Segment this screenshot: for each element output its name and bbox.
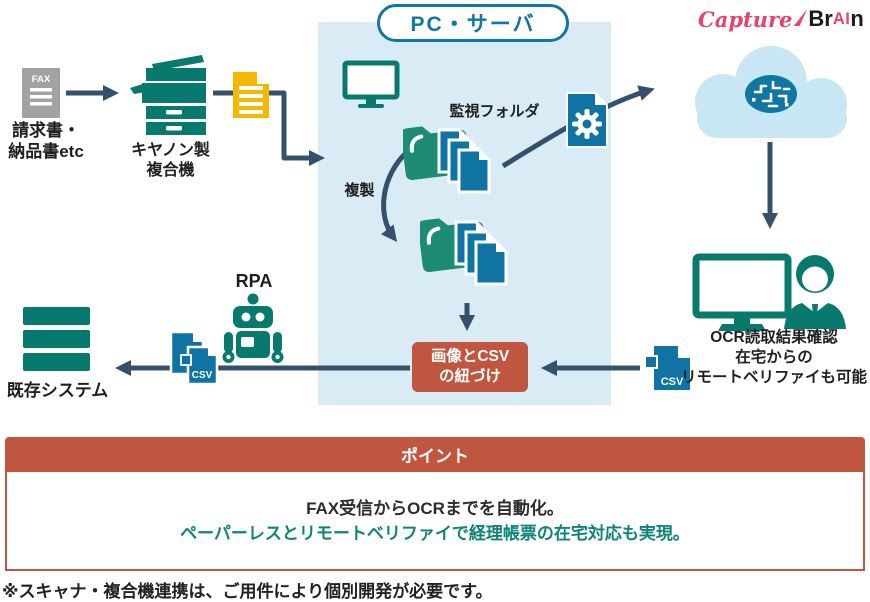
printer-label: キヤノン製 複合機 [131, 142, 210, 179]
logo-capture-text: Capture [698, 6, 793, 32]
svg-text:CSV: CSV [661, 376, 684, 388]
svg-text:CSV: CSV [192, 370, 213, 381]
rpa-label: RPA [235, 271, 273, 291]
legacy-system-label: 既存システム [6, 381, 109, 400]
cloud-brain-icon [695, 46, 847, 138]
legacy-system-icon [23, 307, 90, 376]
server-bar [23, 353, 90, 371]
duplicate-label: 複製 [344, 182, 375, 199]
fax-document-icon: FAX [22, 68, 60, 118]
gear-document-icon [566, 92, 608, 148]
csv-file-icon-right: CSV [644, 346, 690, 390]
scanned-document-icon [233, 72, 269, 118]
logo-ai-text: AI [832, 9, 851, 28]
printer-icon [130, 55, 206, 135]
footnote: ※スキャナ・複合機連携は、ご用件により個別開発が必要です。 [2, 582, 493, 601]
capture-brain-logo: Capture Br AI n [698, 3, 868, 35]
svg-text:FAX: FAX [32, 74, 51, 85]
point-line-1: FAX受信からOCRまでを自動化。 [306, 498, 564, 518]
rpa-robot-icon [222, 293, 284, 363]
point-box-body: FAX受信からOCRまでを自動化。 ペーパーレスとリモートベリファイで経理帳票の… [5, 472, 865, 571]
watch-folder-label: 監視フォルダ [449, 103, 540, 120]
server-monitor-icon [342, 60, 400, 108]
operator-person-icon [784, 255, 846, 329]
logo-n-text: n [850, 6, 864, 31]
gear-icon [572, 109, 602, 139]
watch-folder-icon [403, 126, 491, 194]
pc-server-title: PC・サーバ [377, 4, 569, 42]
server-bar [23, 307, 90, 325]
point-box-header: ポイント [5, 437, 865, 472]
point-line-2: ペーパーレスとリモートベリファイで経理帳票の在宅対応も実現。 [180, 523, 690, 543]
fax-document-label: 請求書・ 納品書etc [8, 121, 84, 161]
duplicate-folder-icon [420, 218, 508, 286]
brain-icon [745, 75, 797, 113]
server-bar [23, 330, 90, 348]
logo-br-text: Br [808, 6, 833, 31]
verify-monitor-icon [692, 253, 792, 331]
image-csv-link-box: 画像とCSV の紐づけ [412, 342, 528, 392]
point-title: ポイント [401, 447, 469, 466]
ocr-result-label: OCR読取結果確認 在宅からの リモートベリファイも可能 [680, 329, 867, 386]
csv-file-icon-left: CSV [169, 330, 219, 386]
logo-swoosh-icon [794, 9, 807, 26]
